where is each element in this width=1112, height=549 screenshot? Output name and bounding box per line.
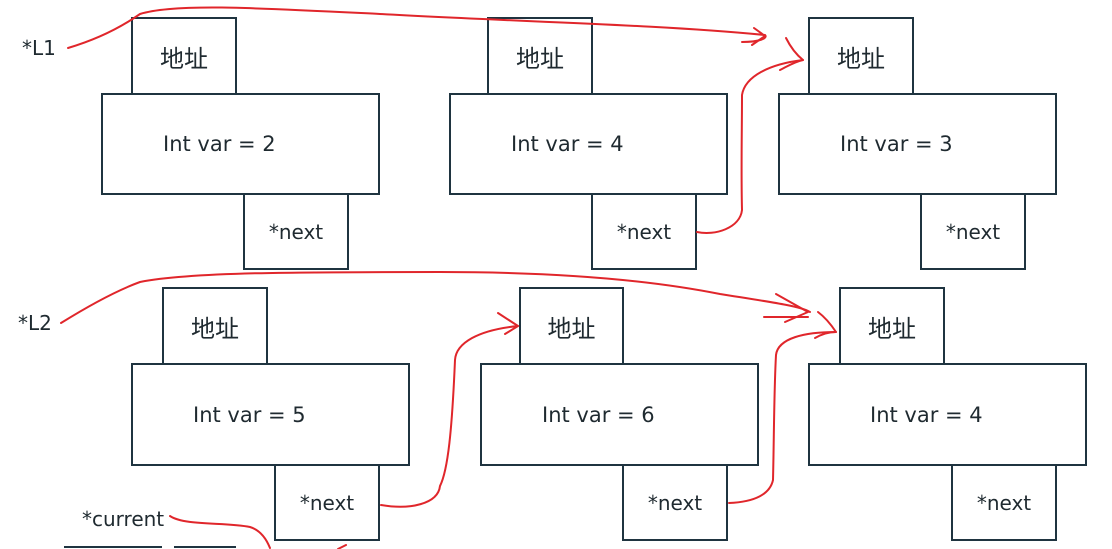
arrow-node-5-head bbox=[814, 311, 837, 339]
arrow-l2-head bbox=[775, 293, 809, 323]
pointer-label-l1: *L1 bbox=[22, 36, 56, 60]
node-6-next-box: *next bbox=[951, 464, 1057, 541]
node-1-value-box: Int var = 2 bbox=[101, 93, 380, 195]
node-4-next-box: *next bbox=[274, 464, 380, 541]
node-5-next-box: *next bbox=[622, 464, 728, 541]
node-3-next-box: *next bbox=[920, 193, 1026, 270]
pointer-label-l2: *L2 bbox=[18, 311, 52, 335]
arrow-current bbox=[169, 515, 271, 549]
partial-box-edge bbox=[64, 546, 162, 548]
pointer-label-current: *current bbox=[82, 507, 165, 531]
node-4-value-box: Int var = 5 bbox=[131, 363, 410, 466]
node-2-next-box: *next bbox=[591, 193, 697, 270]
arrow-current-head bbox=[337, 544, 347, 549]
node-5-address-box: 地址 bbox=[519, 287, 624, 365]
node-1-address-box: 地址 bbox=[131, 17, 237, 95]
arrow-l1-head bbox=[751, 27, 766, 46]
node-1-next-box: *next bbox=[243, 193, 349, 270]
node-4-address-box: 地址 bbox=[162, 287, 268, 365]
node-6-value-box: Int var = 4 bbox=[808, 363, 1087, 466]
node-3-address-box: 地址 bbox=[808, 17, 914, 95]
node-2-value-box: Int var = 4 bbox=[449, 93, 728, 195]
node-5-value-box: Int var = 6 bbox=[480, 363, 759, 466]
arrow-node-4-head bbox=[497, 312, 519, 335]
node-6-address-box: 地址 bbox=[839, 287, 945, 365]
arrow-node-2-head bbox=[779, 37, 804, 71]
partial-box-edge bbox=[174, 546, 236, 548]
node-3-value-box: Int var = 3 bbox=[778, 93, 1057, 195]
node-2-address-box: 地址 bbox=[487, 17, 593, 95]
